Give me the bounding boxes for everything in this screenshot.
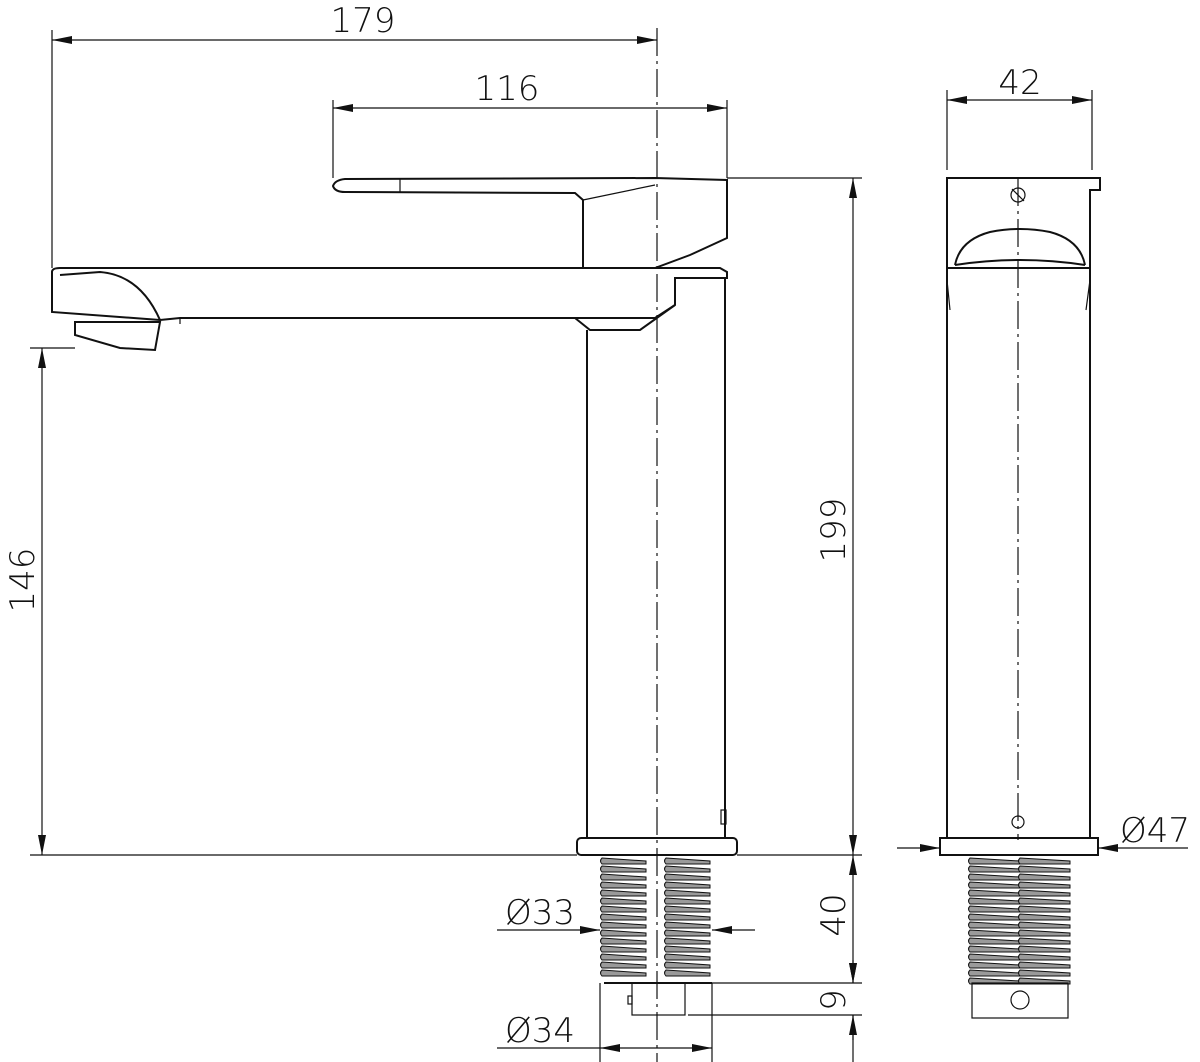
spout [51,267,728,322]
thread-tooth [600,929,647,937]
thread-tooth [664,937,711,945]
thread-tooth [600,881,647,889]
thread-tooth [600,913,647,921]
thread-tooth [968,865,1021,873]
thread-tooth [1018,881,1071,889]
thread-tooth [664,969,711,977]
thread-tooth [1018,921,1071,929]
dimension-labels: 179 116 42 199 146 40 9 Ø33 Ø34 Ø47 [3,1,1190,1051]
dim-d33: Ø33 [505,893,575,933]
thread-tooth [968,921,1021,929]
side-view [939,177,1101,1019]
dim-9: 9 [814,989,854,1011]
thread-tooth [1018,905,1071,913]
dim-116: 116 [475,69,540,109]
thread-tooth [600,865,647,873]
dim-199: 199 [814,498,854,563]
thread-tooth [664,857,711,865]
thread-tooth [1018,953,1071,961]
thread-tooth [1018,873,1071,881]
dimension-lines [30,30,1188,1062]
dim-d47: Ø47 [1120,811,1190,851]
thread-tooth [664,897,711,905]
thread-tooth [600,889,647,897]
thread-tooth [1018,857,1071,865]
thread-tooth [664,905,711,913]
thread-tooth [1018,865,1071,873]
thread-tooth [600,905,647,913]
handle-lever [331,176,728,269]
bottom-connector [631,982,686,1016]
thread-tooth [664,961,711,969]
thread-tooth [968,889,1021,897]
aerator [74,321,162,352]
thread-tooth [664,889,711,897]
thread-tooth [664,913,711,921]
thread-tooth [600,969,647,977]
thread-tooth [968,929,1021,937]
dim-d34: Ø34 [505,1011,575,1051]
thread-tooth [600,945,647,953]
thread-tooth [968,953,1021,961]
thread-tooth [968,945,1021,953]
thread-tooth [1018,961,1071,969]
thread-tooth [1018,913,1071,921]
thread-tooth [1018,969,1071,977]
thread-tooth [664,921,711,929]
dim-42: 42 [998,63,1041,103]
thread-tooth [664,873,711,881]
front-view [51,28,738,1062]
thread-tooth [968,897,1021,905]
thread-tooth [600,961,647,969]
thread-tooth [600,937,647,945]
thread-tooth [600,897,647,905]
thread-tooth [968,969,1021,977]
thread-tooth [1018,937,1071,945]
thread-tooth [968,881,1021,889]
side-bottom [971,982,1069,1019]
thread-tooth [968,905,1021,913]
thread-tooth [664,945,711,953]
thread-tooth [968,937,1021,945]
dim-179: 179 [331,1,396,41]
dim-40: 40 [814,893,854,936]
thread-front [600,857,711,977]
thread-tooth [1018,889,1071,897]
thread-tooth [664,929,711,937]
thread-tooth [1018,929,1071,937]
thread-tooth [664,881,711,889]
thread-side [968,857,1071,985]
side-flange [939,837,1099,856]
thread-tooth [600,953,647,961]
dim-146: 146 [3,548,43,613]
thread-tooth [968,961,1021,969]
thread-tooth [664,865,711,873]
thread-tooth [968,873,1021,881]
thread-tooth [600,873,647,881]
thread-tooth [600,857,647,865]
thread-tooth [600,921,647,929]
thread-tooth [968,913,1021,921]
thread-tooth [1018,945,1071,953]
thread-tooth [664,953,711,961]
thread-tooth [968,857,1021,865]
base-flange [576,837,738,856]
thread-tooth [1018,897,1071,905]
